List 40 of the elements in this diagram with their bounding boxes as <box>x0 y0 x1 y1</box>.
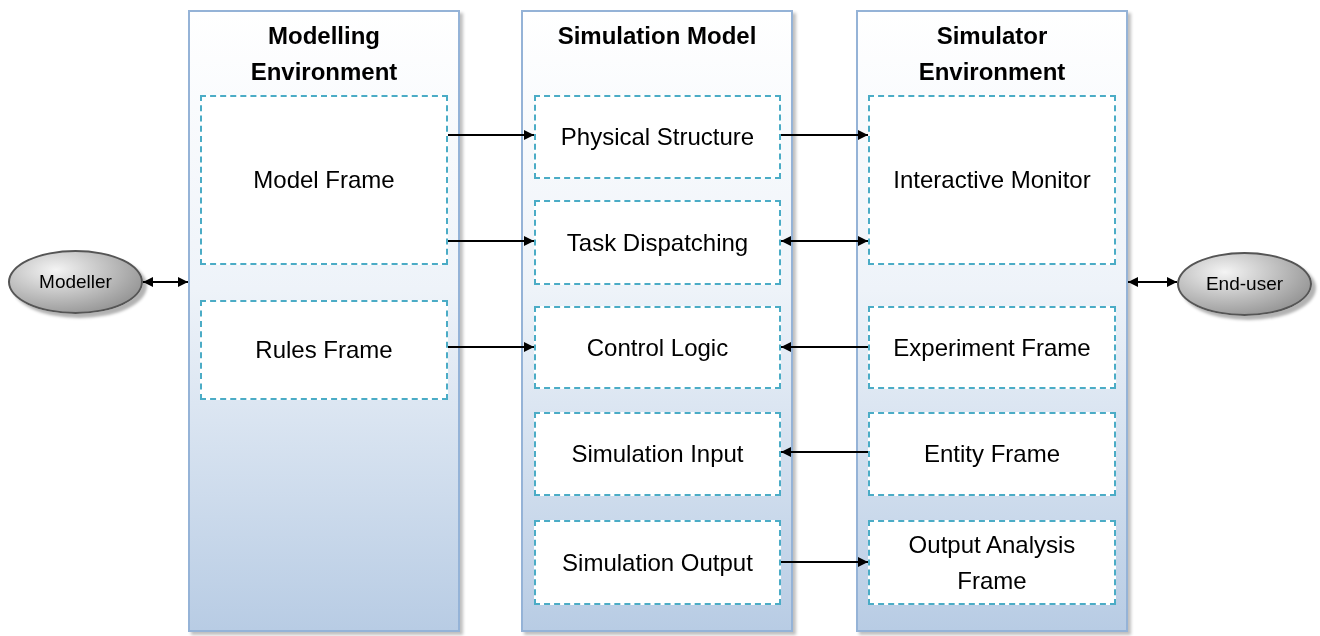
arrow <box>447 342 535 352</box>
frame-box <box>534 200 781 285</box>
column-panel <box>188 10 460 632</box>
box-label: Task Dispatching <box>566 227 749 258</box>
frame-box <box>200 95 448 265</box>
box-label: Simulation Output <box>562 547 753 578</box>
arrow <box>780 236 869 246</box>
arrow <box>780 342 869 352</box>
box-label: Rules Frame <box>255 335 393 365</box>
box-label: Interactive Monitor <box>893 165 1091 195</box>
frame-box <box>868 95 1116 265</box>
arrow <box>447 130 535 140</box>
arrow <box>780 447 869 457</box>
arrow <box>1127 277 1178 287</box>
frame-box <box>534 412 781 496</box>
arrow <box>780 130 869 140</box>
frame-box <box>534 520 781 605</box>
frame-box <box>534 95 781 179</box>
box-label: Physical Structure <box>560 122 755 152</box>
arrow <box>142 277 189 287</box>
box-label: Simulation Input <box>571 439 744 469</box>
arrow <box>447 236 535 246</box>
frame-box <box>534 306 781 389</box>
column-heading: Simulation Model <box>556 21 758 51</box>
box-label: Output Analysis Frame <box>907 529 1077 596</box>
column-heading: Modelling Environment <box>249 21 399 87</box>
box-label: Model Frame <box>253 165 395 195</box>
column-heading: Simulator Environment <box>917 21 1067 87</box>
frame-box <box>868 306 1116 389</box>
column-panel <box>521 10 793 632</box>
box-label: Modeller <box>39 271 112 293</box>
arrow <box>780 557 869 567</box>
column-panel <box>856 10 1128 632</box>
box-label: End-user <box>1205 273 1284 295</box>
box-label: Entity Frame <box>924 439 1060 469</box>
frame-box <box>868 520 1116 605</box>
box-label: Control Logic <box>586 332 729 363</box>
frame-box <box>200 300 448 400</box>
frame-box <box>868 412 1116 496</box>
box-label: Experiment Frame <box>893 332 1091 363</box>
